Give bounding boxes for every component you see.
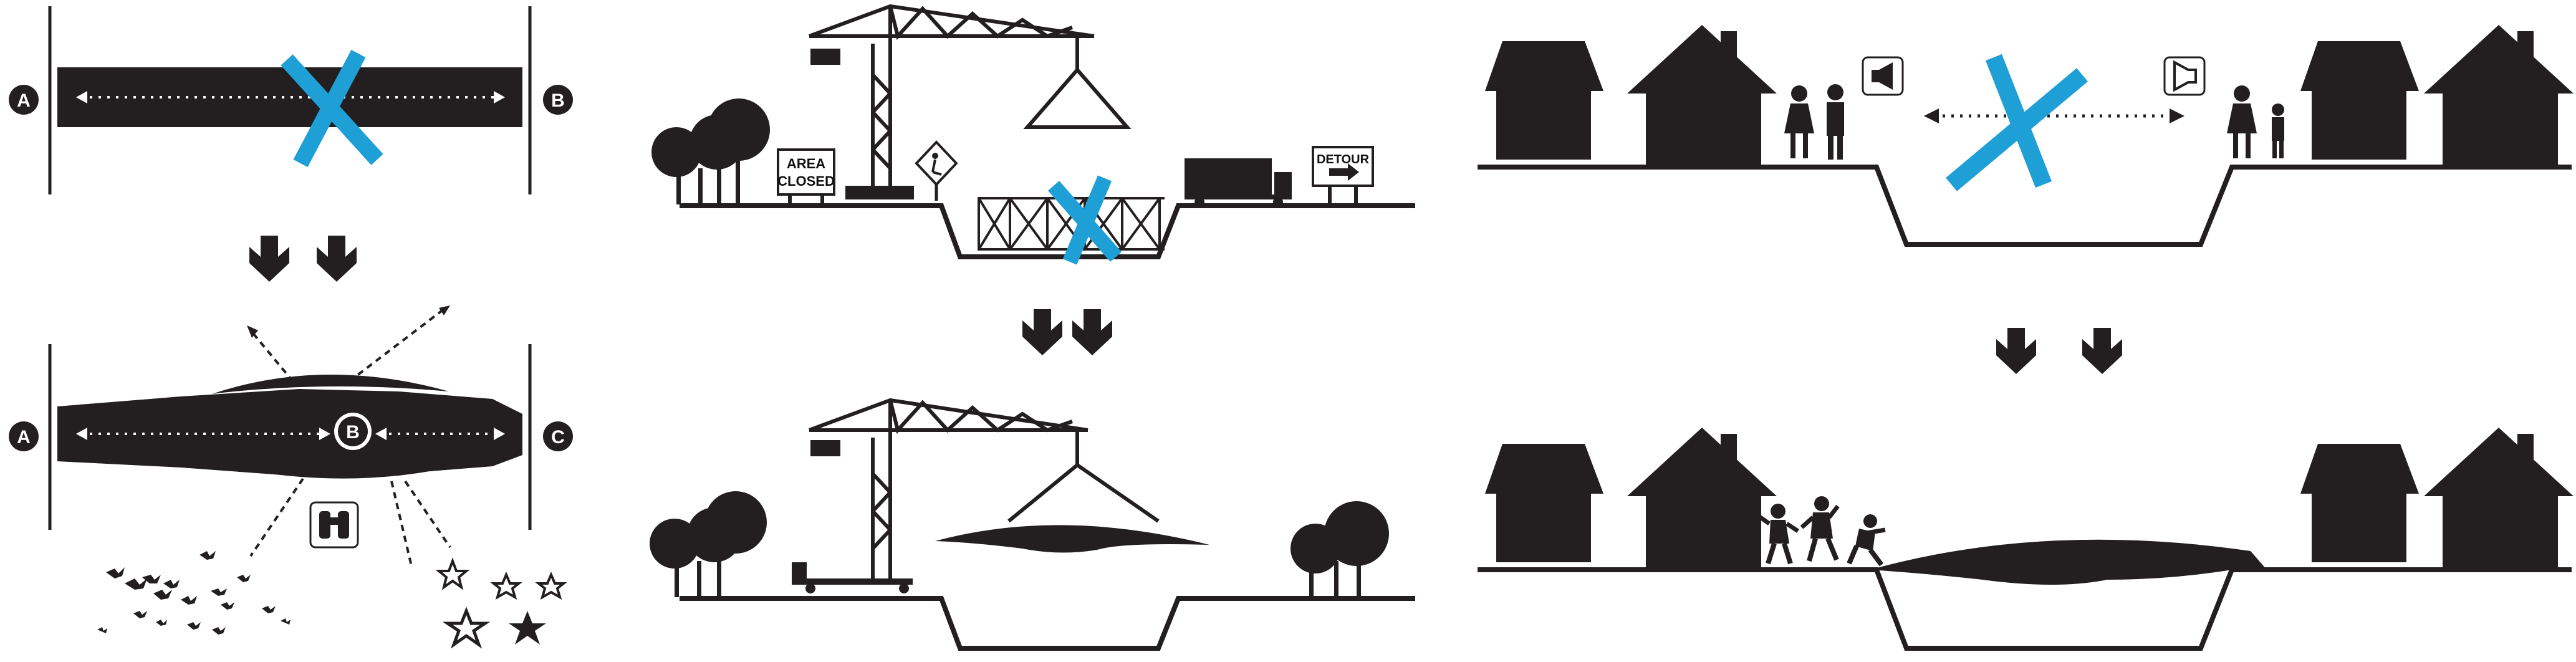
ground-with-trench-bottom	[680, 596, 1415, 651]
crane-counterweight-bottom	[810, 440, 840, 456]
house-icon	[2300, 41, 2419, 160]
arrow-right-icon	[1329, 163, 1359, 181]
tree-icon	[651, 98, 770, 204]
bottom-road-diagram: B A C	[9, 305, 573, 649]
point-c-marker: C	[543, 421, 573, 451]
double-down-arrow-icon	[1022, 309, 1112, 355]
worker-sign-icon	[915, 140, 958, 201]
point-a-bottom-marker: A	[9, 421, 39, 451]
point-b-label: B	[551, 90, 565, 111]
megaphone-icon	[2163, 56, 2206, 96]
arrow-head-left	[76, 91, 87, 103]
ground-with-ravine-bottom	[1478, 567, 2572, 651]
connected-neighborhood-scene	[1478, 428, 2574, 651]
binoculars-icon	[309, 501, 359, 549]
view-arrows	[249, 308, 451, 567]
point-a-label: A	[17, 90, 31, 111]
house-icon	[2424, 428, 2574, 568]
double-down-arrow-icon	[1996, 328, 2122, 374]
separated-neighborhood-scene	[1478, 25, 2574, 247]
tree-icon	[1290, 501, 1389, 597]
upper-deck-lens	[212, 374, 449, 394]
house-icon	[1485, 41, 1603, 160]
point-c-label: C	[551, 427, 565, 448]
point-a-bottom-label: A	[17, 427, 31, 448]
area-closed-line2: CLOSED	[777, 173, 835, 189]
truck-icon	[1185, 158, 1292, 207]
crane-icon	[808, 4, 1132, 187]
stars-icon	[435, 557, 567, 649]
birds-icon	[97, 551, 291, 635]
widened-road	[57, 389, 522, 476]
area-closed-line1: AREA	[787, 156, 825, 171]
tree-icon	[650, 491, 767, 597]
crane-icon	[808, 398, 1160, 581]
point-a-marker: A	[9, 85, 39, 115]
people-icon	[2227, 85, 2284, 158]
panel-middle: AREA CLOSED	[650, 4, 1415, 651]
ground-with-ravine	[1478, 165, 2572, 247]
point-b-center-marker: B	[334, 413, 372, 450]
crane-base	[845, 186, 914, 199]
top-road-diagram: A B	[9, 6, 573, 194]
people-icon	[1784, 84, 1844, 160]
panel-left: A B	[9, 6, 573, 649]
truck-flatbed	[792, 562, 913, 593]
bridge-deck-suspended	[935, 525, 1209, 553]
point-b-center-label: B	[346, 422, 360, 443]
house-icon	[1627, 25, 1777, 165]
ground-with-trench	[680, 203, 1415, 259]
double-down-arrow-icon	[249, 236, 357, 282]
house-icon	[1485, 444, 1603, 562]
house-icon	[2300, 444, 2419, 562]
construction-scene: AREA CLOSED	[651, 4, 1415, 265]
megaphone-icon	[1862, 56, 1904, 96]
bridge-deck-installed	[1870, 539, 2267, 585]
detour-sign: DETOUR	[1312, 146, 1374, 204]
lower-deck-lens	[224, 466, 436, 479]
blue-x-icon	[1946, 54, 2088, 191]
children-playing-icon	[1755, 496, 1886, 567]
installation-scene	[650, 398, 1415, 651]
panel-right	[1478, 25, 2574, 651]
crane-counterweight	[810, 49, 840, 65]
house-icon	[2424, 25, 2574, 165]
arrow-head-right	[494, 91, 505, 103]
area-closed-sign: AREA CLOSED	[777, 148, 835, 206]
detour-label: DETOUR	[1317, 153, 1370, 166]
blue-x-icon	[281, 49, 383, 168]
house-icon	[1627, 428, 1777, 568]
point-b-marker: B	[543, 85, 573, 115]
blue-x-icon	[1047, 175, 1122, 265]
